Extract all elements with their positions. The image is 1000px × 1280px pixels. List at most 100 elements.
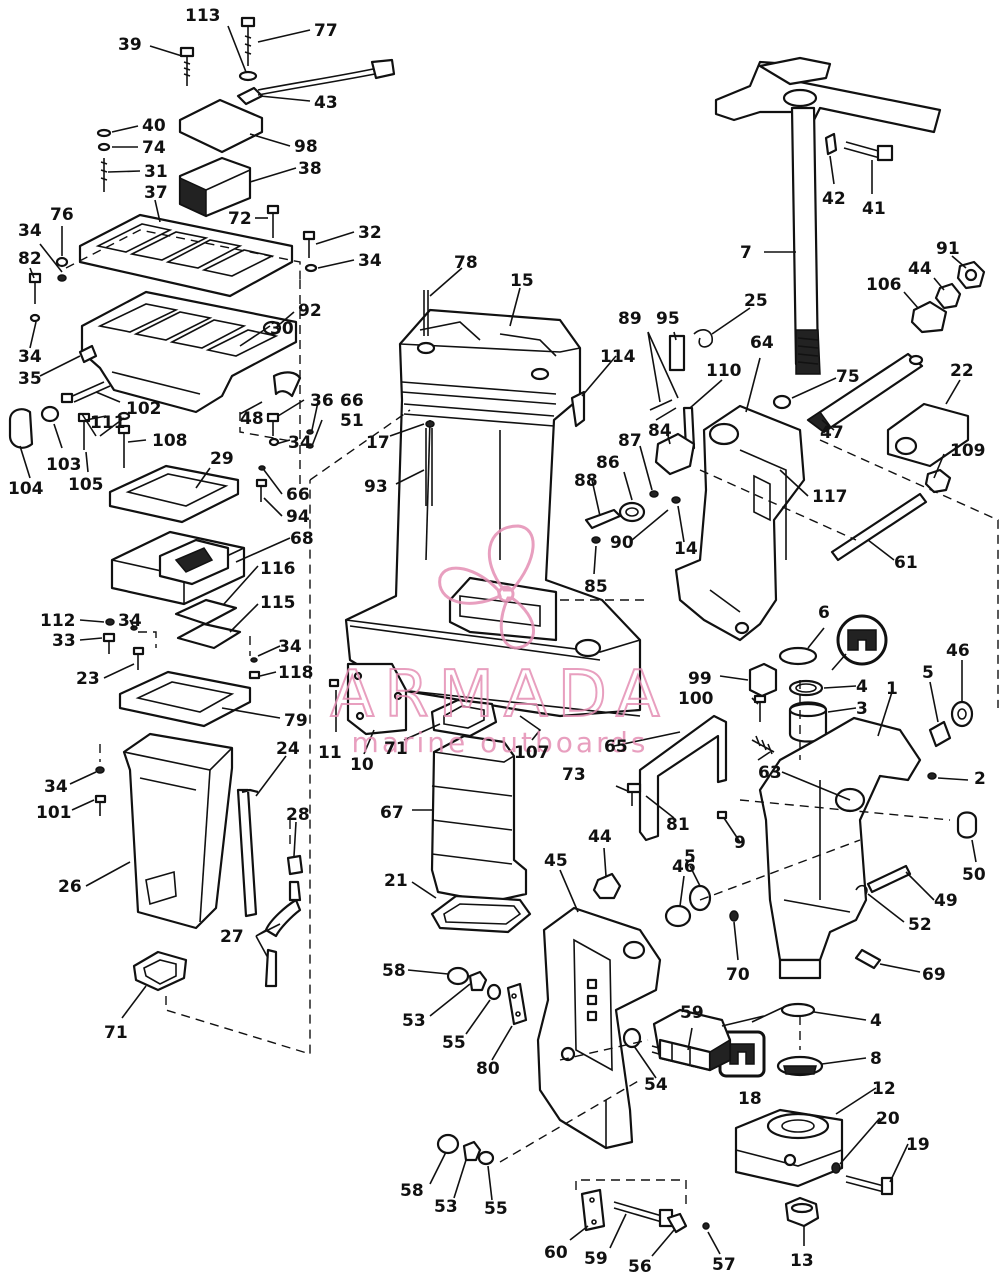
bracket-98	[178, 98, 264, 154]
callout: 109	[950, 441, 986, 461]
callout: 72	[228, 209, 252, 229]
callout: 29	[210, 449, 234, 469]
callout: 17	[366, 433, 390, 453]
callout: 34	[18, 347, 42, 367]
callout: 21	[384, 871, 408, 891]
callout: 60	[544, 1243, 568, 1263]
callout: 20	[876, 1109, 900, 1129]
callout: 5	[922, 663, 934, 683]
callout: 79	[284, 711, 308, 731]
callout: 34	[44, 777, 68, 797]
callout: 81	[666, 815, 690, 835]
callout: 65	[604, 737, 628, 757]
callout: 95	[656, 309, 680, 329]
callout: 6	[818, 603, 830, 623]
callout: 86	[596, 453, 620, 473]
callout: 40	[142, 116, 166, 136]
callout: 32	[358, 223, 382, 243]
callout: 15	[510, 271, 534, 291]
callout: 48	[240, 409, 264, 429]
callout: 33	[52, 631, 76, 651]
callout: 5	[684, 847, 696, 867]
driveshaft-housing-15	[344, 308, 642, 718]
callout: 34	[278, 637, 302, 657]
callout: 71	[384, 739, 408, 759]
callout: 47	[820, 423, 844, 443]
callout: 101	[36, 803, 72, 823]
steering-arm-7	[714, 56, 942, 375]
callout: 111	[90, 413, 126, 433]
callout: 57	[712, 1255, 736, 1275]
callout: 4	[856, 677, 868, 697]
callout: 76	[50, 205, 74, 225]
callout: 54	[644, 1075, 668, 1095]
stern-bracket-45	[536, 906, 662, 1150]
callout: 11	[318, 743, 342, 763]
callout: 41	[862, 199, 886, 219]
callout: 34	[358, 251, 382, 271]
callout: 35	[18, 369, 42, 389]
callout: 106	[866, 275, 902, 295]
seal-21	[430, 894, 532, 934]
callout: 59	[680, 1003, 704, 1023]
callout: 116	[260, 559, 296, 579]
callout: 12	[872, 1079, 896, 1099]
callout: 84	[648, 421, 672, 441]
callout: 66	[340, 391, 364, 411]
callout: 53	[434, 1197, 458, 1217]
callout: 45	[544, 851, 568, 871]
callout: 85	[584, 577, 608, 597]
armada-watermark: ARMADA marine outboards	[329, 524, 669, 759]
callout: 1	[886, 679, 898, 699]
callout: 66	[286, 485, 310, 505]
seal-detail-icon	[836, 614, 888, 666]
callout: 19	[906, 1135, 930, 1155]
callout: 100	[678, 689, 714, 709]
bracket-81	[638, 714, 728, 842]
callout: 118	[278, 663, 314, 683]
callout: 107	[514, 743, 550, 763]
clamp-bracket-1	[758, 716, 922, 980]
callout: 55	[484, 1199, 508, 1219]
callout: 8	[870, 1049, 882, 1069]
callout: 75	[836, 367, 860, 387]
callout: 102	[126, 399, 162, 419]
callout-numbers: 113 77 39 43 40 98 74 38 31 37 76 72 32 …	[8, 6, 986, 1277]
callout: 34	[288, 433, 312, 453]
callout: 110	[706, 361, 742, 381]
callout: 99	[688, 669, 712, 689]
callout: 18	[738, 1089, 762, 1109]
bolt-39	[179, 46, 195, 86]
callout: 14	[674, 539, 698, 559]
callout: 74	[142, 138, 166, 158]
callout: 49	[934, 891, 958, 911]
callout: 9	[734, 833, 746, 853]
cover-37	[78, 213, 294, 298]
callout: 50	[962, 865, 986, 885]
bolt-77	[238, 16, 258, 82]
swivel-12	[734, 1108, 844, 1188]
callout: 58	[400, 1181, 424, 1201]
callout: 13	[790, 1251, 814, 1271]
callout: 52	[908, 915, 932, 935]
callout: 25	[744, 291, 768, 311]
leader-lines	[19, 25, 977, 1257]
callout: 58	[382, 961, 406, 981]
callout: 71	[104, 1023, 128, 1043]
callout: 10	[350, 755, 374, 775]
callout: 68	[290, 529, 314, 549]
callout: 90	[610, 533, 634, 553]
watermark-brand: ARMADA	[330, 658, 669, 732]
bracket-18	[652, 1008, 732, 1072]
callout: 91	[936, 239, 960, 259]
callout: 30	[270, 319, 294, 339]
exhaust-housing-26	[122, 732, 234, 930]
callout: 115	[260, 593, 296, 613]
callout: 61	[894, 553, 918, 573]
callout: 36	[310, 391, 334, 411]
callout: 82	[18, 249, 42, 269]
swivel-bracket-64	[674, 404, 806, 642]
callout: 46	[946, 641, 970, 661]
callout: 87	[618, 431, 642, 451]
